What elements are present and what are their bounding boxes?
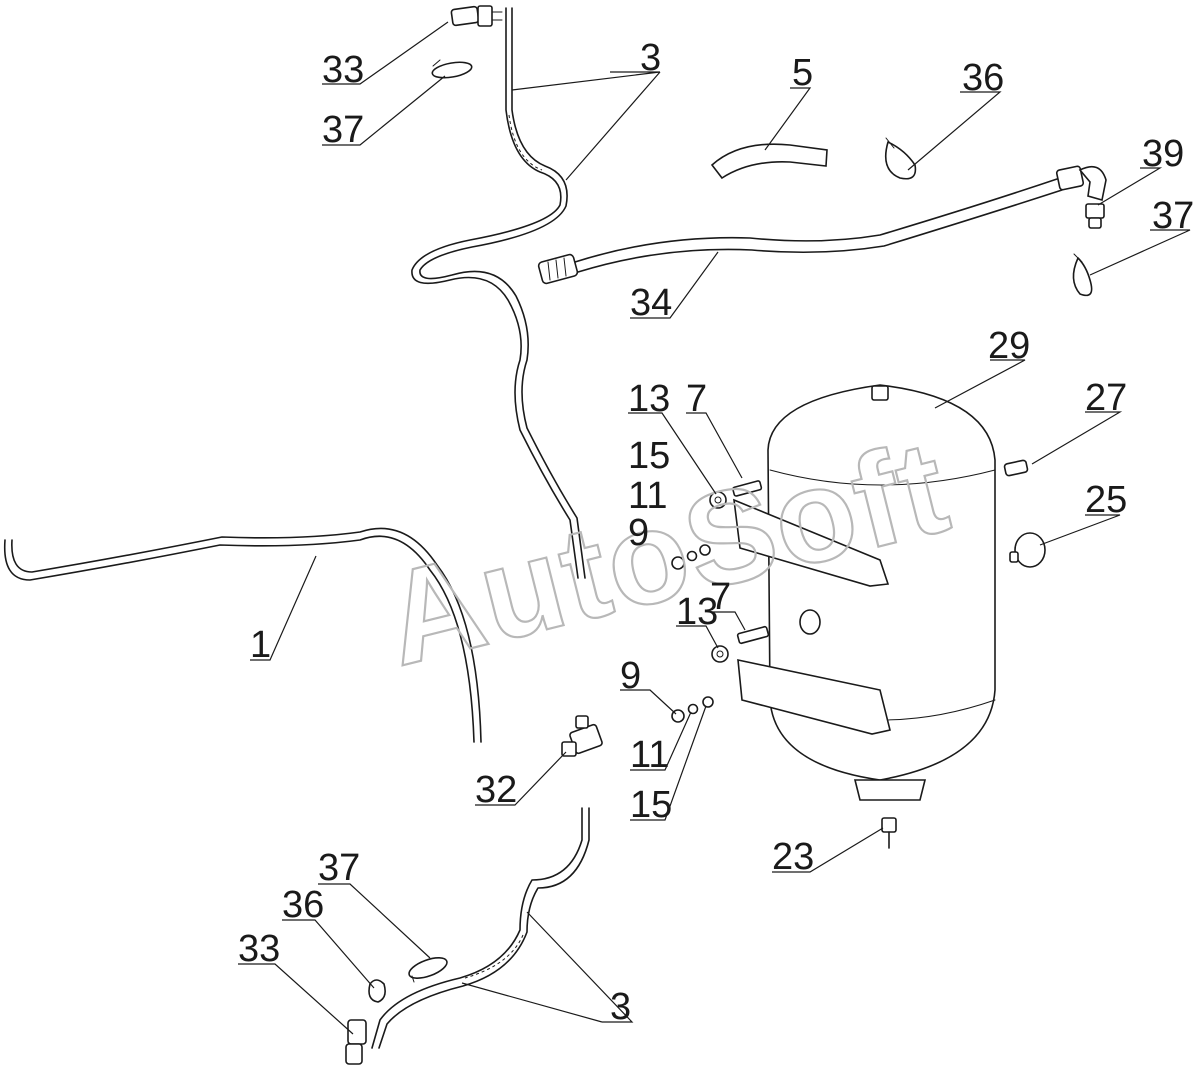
washer-15-top — [699, 544, 711, 556]
washer-11-mid — [687, 703, 699, 715]
part-39-adapter — [1085, 203, 1105, 229]
leader-lines — [238, 21, 1191, 1035]
part-29-air-tank — [733, 384, 996, 801]
callout-37-right: 37 — [1152, 195, 1194, 237]
part-27-fitting — [1003, 459, 1029, 477]
callout-9-top: 9 — [628, 512, 649, 554]
part-37-top-clamp — [431, 59, 473, 79]
callout-29: 29 — [988, 325, 1030, 367]
callout-23: 23 — [772, 836, 814, 878]
callout-36-bottom: 36 — [282, 884, 324, 926]
callout-13-top: 13 — [628, 378, 670, 420]
nut-9-top — [671, 556, 685, 570]
part-36-bottom-clamp — [368, 979, 386, 1003]
bolt-7-mid — [736, 625, 770, 645]
callout-13-mid: 13 — [676, 591, 718, 633]
callout-5: 5 — [792, 52, 813, 94]
washer-13-top — [709, 491, 727, 509]
callout-33-bottom: 33 — [238, 928, 280, 970]
part-33-bottom-fitting — [345, 1019, 367, 1065]
part-3-bottom-pipe — [371, 807, 590, 1049]
callout-34: 34 — [630, 282, 672, 324]
part-37-bottom-clamp — [408, 957, 448, 983]
callout-7-mid: 7 — [710, 576, 731, 618]
part-25-plug — [1009, 532, 1046, 568]
part-33-top-fitting — [450, 5, 503, 27]
callout-3-top: 3 — [640, 37, 661, 79]
callout-37-bottom: 37 — [318, 847, 360, 889]
washer-11-top — [686, 550, 698, 562]
callout-1: 1 — [250, 624, 271, 666]
part-36-top-ring — [884, 137, 917, 180]
part-37-right-clamp — [1072, 253, 1093, 297]
washer-15-mid — [702, 696, 714, 708]
part-23-drain-valve — [881, 817, 897, 849]
washer-13-mid — [711, 645, 729, 663]
callout-9-mid: 9 — [620, 655, 641, 697]
part-34-long-hose — [537, 165, 1107, 285]
callout-11-mid: 11 — [630, 734, 669, 776]
part-1-coiled-pipe — [3, 527, 482, 743]
callout-32: 32 — [475, 769, 517, 811]
callout-25: 25 — [1085, 479, 1127, 521]
callout-11-top: 11 — [628, 475, 667, 517]
bolt-7-top — [732, 480, 763, 497]
callout-3-bottom: 3 — [610, 986, 631, 1028]
part-5-hose — [710, 143, 828, 180]
callout-15-top: 15 — [628, 435, 670, 477]
callout-27: 27 — [1085, 377, 1127, 419]
part-3-top-pipe — [411, 7, 586, 579]
callout-15-mid: 15 — [630, 784, 672, 826]
callout-37-top: 37 — [322, 109, 364, 151]
callout-33-top: 33 — [322, 49, 364, 91]
part-32-tee — [561, 715, 603, 757]
callout-36-top: 36 — [962, 57, 1004, 99]
callout-labels: 33 37 3 5 36 39 37 34 29 13 7 27 15 11 9… — [238, 37, 1194, 1028]
callout-7-top: 7 — [686, 378, 707, 420]
callout-39: 39 — [1142, 133, 1184, 175]
